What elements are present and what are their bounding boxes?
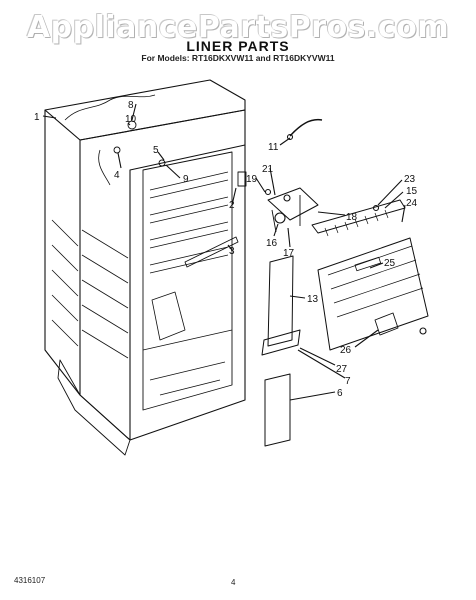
callout-25: 25 — [384, 258, 396, 269]
callout-5: 5 — [153, 145, 159, 156]
callout-23: 23 — [404, 174, 416, 185]
callout-26: 26 — [340, 345, 352, 356]
diagram-subtitle: For Models: RT16DKXVW11 and RT16DKYVW11 — [141, 53, 335, 63]
callout-1: 1 — [34, 112, 40, 123]
callout-4: 4 — [114, 170, 120, 181]
callout-21: 21 — [262, 164, 274, 175]
callout-2: 2 — [229, 200, 235, 211]
callout-8: 8 — [128, 100, 134, 111]
callout-27: 27 — [336, 364, 348, 375]
diagram-title: LINER PARTS — [186, 38, 290, 54]
callout-16: 16 — [266, 238, 278, 249]
liner-top-panel — [44, 79, 246, 141]
callout-18: 18 — [346, 212, 358, 223]
part-27-shield — [261, 329, 301, 356]
callout-17: 17 — [283, 248, 295, 259]
callout-11: 11 — [268, 142, 279, 153]
liner-front-frame — [79, 109, 246, 441]
part-6-panel — [264, 373, 291, 447]
document-number: 4316107 — [14, 576, 46, 585]
control-panel — [311, 199, 406, 234]
wire-harness — [289, 118, 323, 137]
page-number: 4 — [231, 578, 236, 587]
control-back-plate — [317, 237, 429, 351]
callout-24: 24 — [406, 198, 418, 209]
callout-9: 9 — [183, 174, 189, 185]
callout-15: 15 — [406, 186, 418, 197]
callout-6: 6 — [337, 388, 343, 399]
callout-19: 19 — [246, 174, 258, 185]
liner-left-wall — [44, 110, 81, 396]
callout-10: 10 — [125, 114, 137, 125]
callout-7: 7 — [345, 376, 351, 387]
liner-back-wall — [142, 151, 233, 411]
callout-13: 13 — [307, 294, 319, 305]
part-13-strip — [267, 255, 294, 347]
cabinet-rail — [184, 236, 239, 268]
part-26-bracket — [374, 312, 399, 336]
watermark-logo: AppliancePartsPros.com — [26, 10, 450, 45]
callout-3: 3 — [229, 246, 235, 257]
